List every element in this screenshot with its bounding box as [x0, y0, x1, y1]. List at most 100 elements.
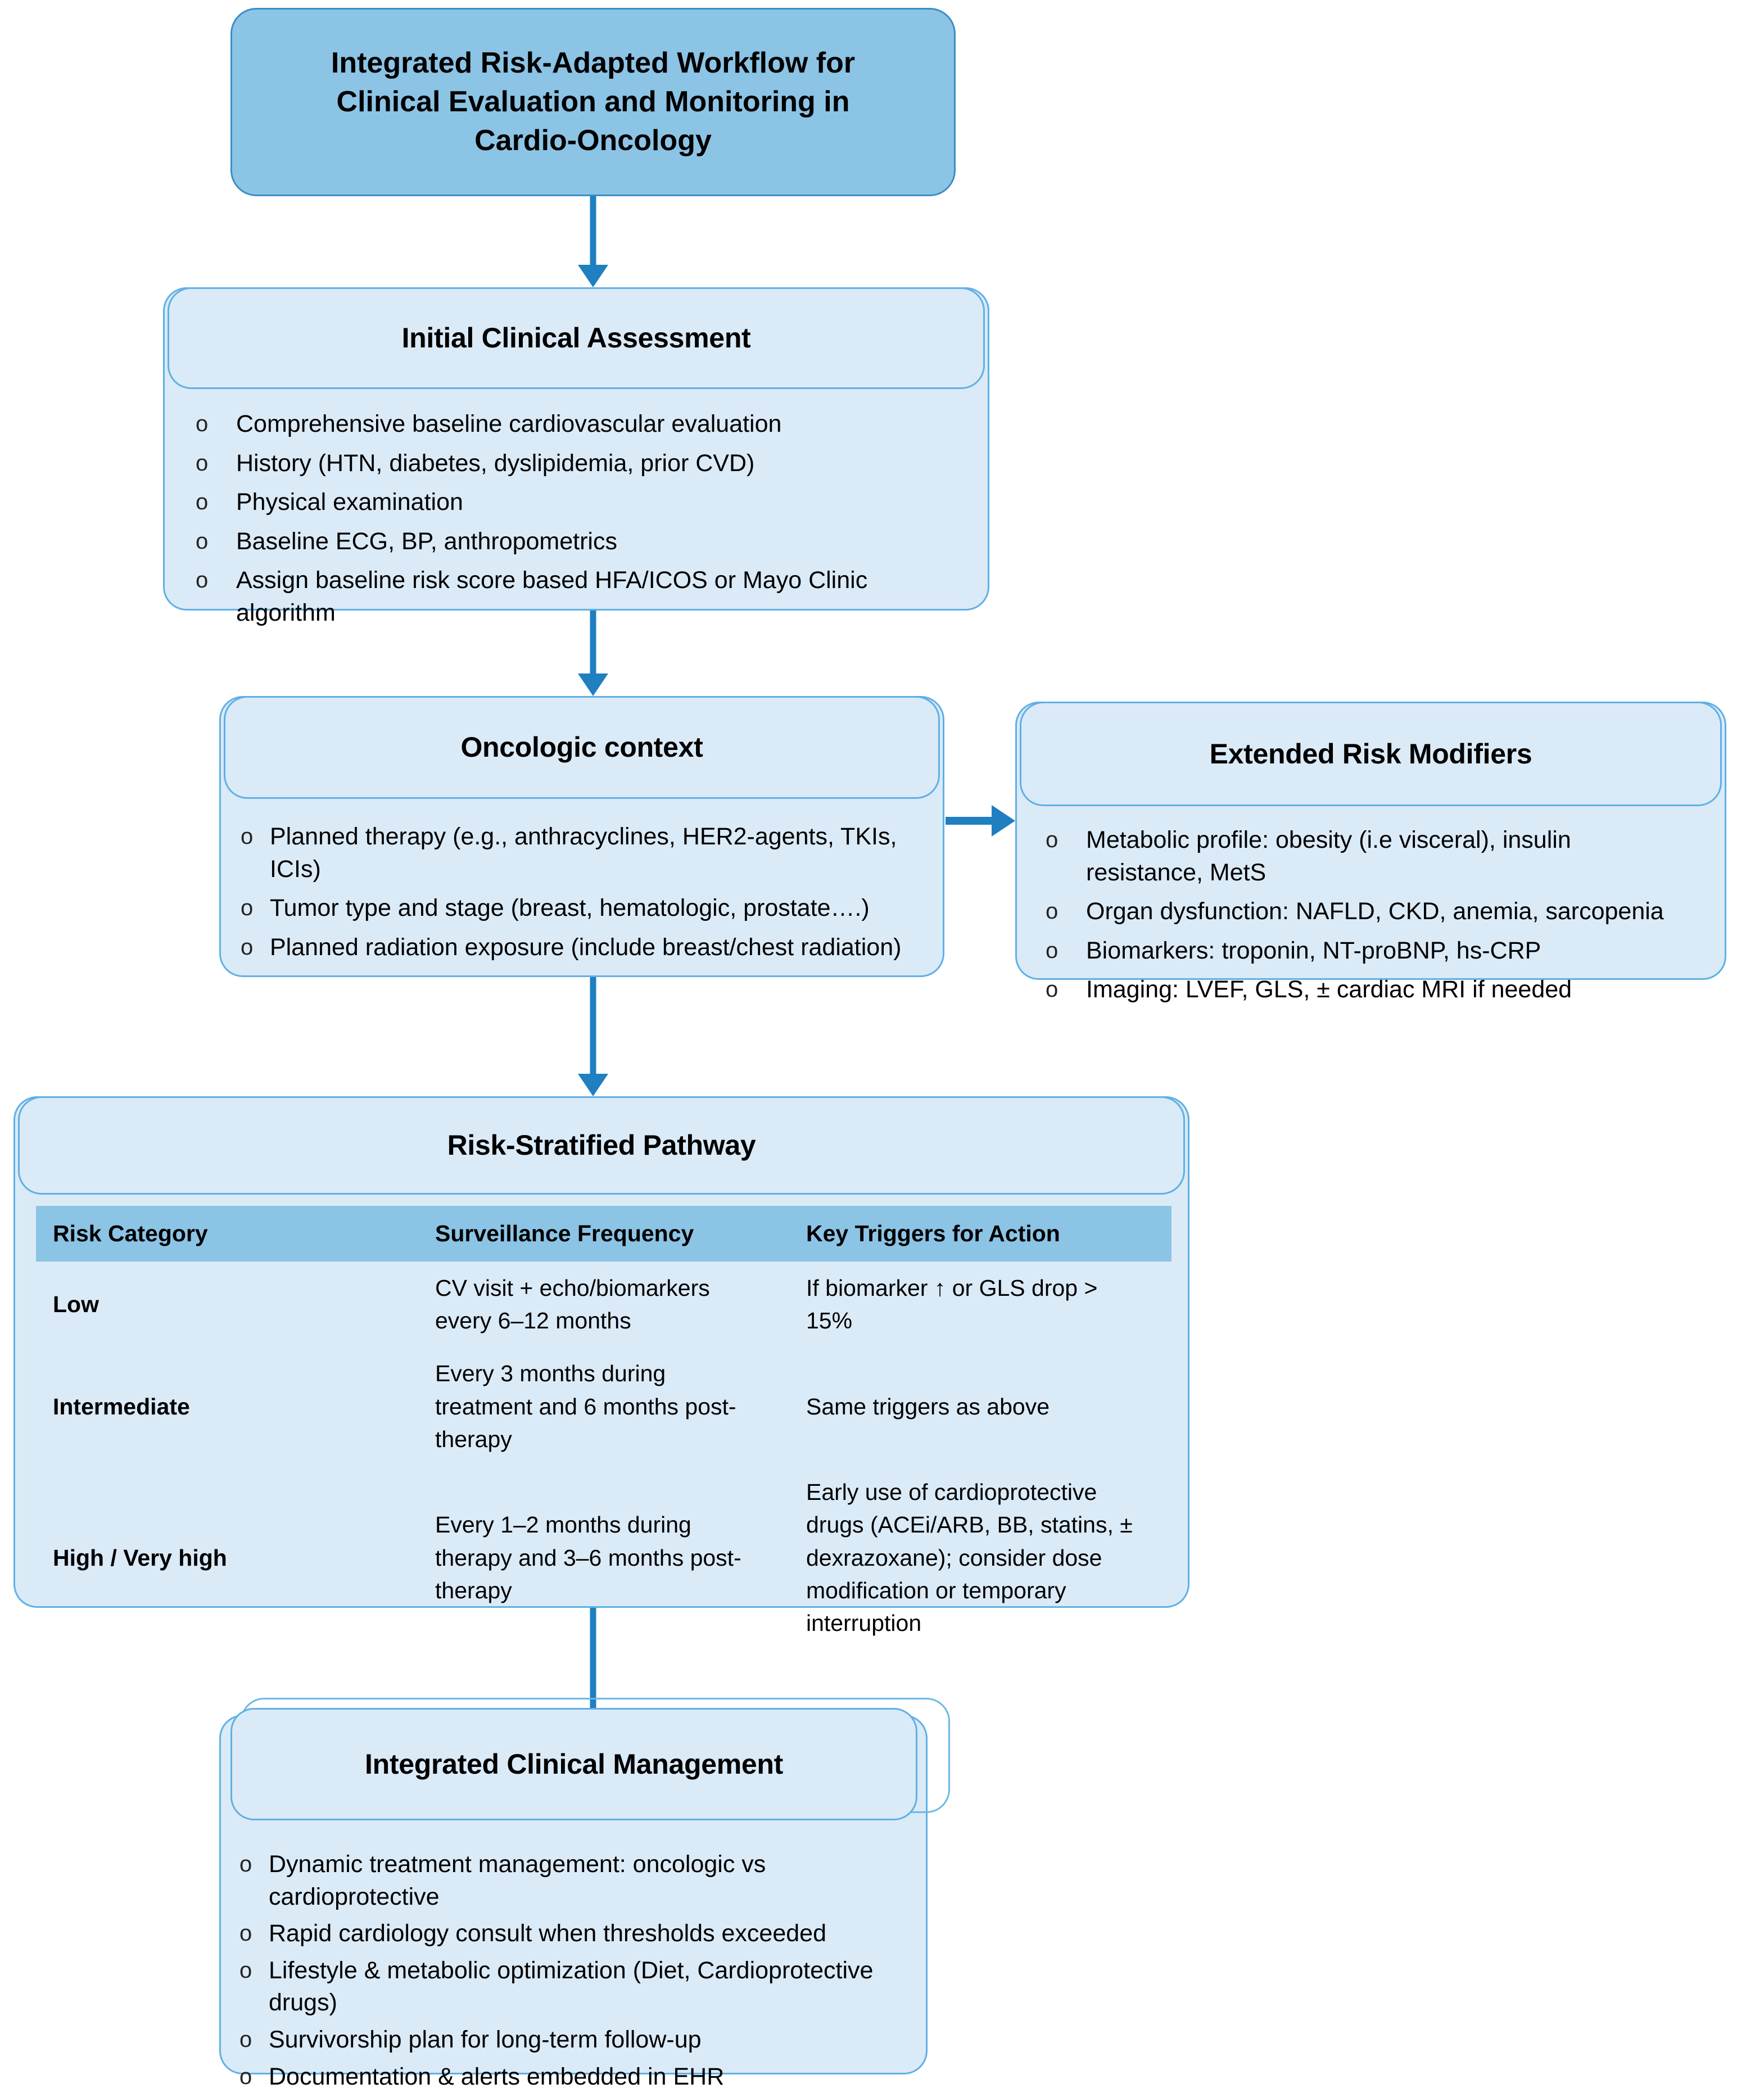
bullet-circle-icon: o: [1046, 899, 1059, 924]
modifiers-title: Extended Risk Modifiers: [1209, 738, 1532, 770]
arrow-shaft: [590, 196, 596, 265]
list-item-label: Comprehensive baseline cardiovascular ev…: [236, 410, 782, 437]
table-row: Low CV visit + echo/biomarkers every 6–1…: [36, 1262, 1172, 1347]
node-initial-clinical-assessment: Initial Clinical Assessment o Comprehensi…: [163, 287, 989, 626]
list-item: o Baseline ECG, BP, anthropometrics: [192, 526, 962, 558]
column-header-key-triggers: Key Triggers for Action: [789, 1206, 1172, 1262]
bullet-circle-icon: o: [196, 412, 209, 436]
arrow-head-icon: [578, 1074, 608, 1096]
list-item-label: Dynamic treatment management: oncologic …: [269, 1851, 766, 1910]
list-item-label: History (HTN, diabetes, dyslipidemia, pr…: [236, 449, 755, 477]
list-item: o Planned radiation exposure (include bre…: [237, 932, 940, 964]
cell-key-triggers: Same triggers as above: [806, 1393, 1050, 1420]
list-item-label: Imaging: LVEF, GLS, ± cardiac MRI if nee…: [1086, 976, 1572, 1003]
list-item-label: Tumor type and stage (breast, hematologi…: [270, 894, 870, 922]
list-item-label: Lifestyle & metabolic optimization (Diet…: [269, 1956, 874, 2017]
list-item: o Dynamic treatment management: oncologic…: [236, 1848, 922, 1913]
list-item: o Lifestyle & metabolic optimization (Die…: [236, 1955, 922, 2019]
management-bullet-list: o Dynamic treatment management: oncologic…: [236, 1848, 922, 2093]
bullet-circle-icon: o: [241, 824, 254, 849]
management-title-card: Integrated Clinical Management: [230, 1708, 917, 1820]
arrow-head-icon: [992, 805, 1015, 837]
node-extended-risk-modifiers: Extended Risk Modifiers o Metabolic profi…: [1015, 702, 1726, 1003]
node-risk-stratified-pathway: Risk-Stratified Pathway Risk Category Su…: [13, 1096, 1189, 1636]
bullet-circle-icon: o: [1046, 828, 1059, 852]
pathway-header-card: Risk-Stratified Pathway: [18, 1096, 1185, 1195]
title-text: Integrated Risk-Adapted Workflow for Cli…: [309, 44, 878, 160]
list-item: o Metabolic profile: obesity (i.e viscera…: [1042, 824, 1654, 889]
column-header-surveillance-frequency: Surveillance Frequency: [418, 1206, 789, 1262]
management-title: Integrated Clinical Management: [365, 1748, 783, 1780]
list-item-label: Rapid cardiology consult when thresholds…: [269, 1920, 827, 1947]
arrow-shaft: [590, 977, 596, 1074]
list-item-label: Documentation & alerts embedded in EHR: [269, 2063, 725, 2090]
list-item: o Comprehensive baseline cardiovascular e…: [192, 408, 962, 441]
list-item: o Organ dysfunction: NAFLD, CKD, anemia, …: [1042, 896, 1717, 928]
bullet-circle-icon: o: [1046, 977, 1059, 1002]
bullet-circle-icon: o: [241, 934, 254, 960]
modifiers-header-card: Extended Risk Modifiers: [1020, 702, 1722, 806]
bullet-circle-icon: o: [239, 1852, 252, 1877]
list-item: o History (HTN, diabetes, dyslipidemia, p…: [192, 447, 962, 480]
list-item: o Rapid cardiology consult when threshold…: [236, 1918, 922, 1950]
list-item-label: Physical examination: [236, 489, 463, 516]
list-item-label: Assign baseline risk score based HFA/ICO…: [236, 567, 868, 627]
list-item: o Assign baseline risk score based HFA/IC…: [192, 564, 905, 629]
list-item-label: Planned therapy (e.g., anthracyclines, H…: [270, 823, 897, 883]
assessment-header-card: Initial Clinical Assessment: [168, 287, 985, 389]
list-item: o Tumor type and stage (breast, hematolog…: [237, 892, 940, 925]
bullet-circle-icon: o: [1046, 938, 1059, 963]
bullet-circle-icon: o: [239, 1958, 252, 1983]
table-row: Intermediate Every 3 months during treat…: [36, 1347, 1172, 1466]
bullet-circle-icon: o: [196, 568, 209, 593]
connector-oncologic-to-modifiers: [946, 804, 1015, 838]
cell-risk-category: Low: [53, 1291, 99, 1318]
cell-surveillance-frequency: Every 1–2 months during therapy and 3–6 …: [435, 1512, 741, 1603]
cell-risk-category: High / Very high: [53, 1544, 227, 1571]
bullet-circle-icon: o: [239, 2064, 252, 2089]
bullet-circle-icon: o: [196, 450, 209, 476]
list-item-label: Biomarkers: troponin, NT-proBNP, hs-CRP: [1086, 937, 1541, 964]
node-title-workflow: Integrated Risk-Adapted Workflow for Cli…: [230, 8, 956, 196]
connector-assessment-to-oncologic: [576, 611, 610, 696]
arrow-shaft: [946, 817, 995, 825]
risk-stratification-table: Risk Category Surveillance Frequency Key…: [36, 1206, 1172, 1649]
list-item: o Biomarkers: troponin, NT-proBNP, hs-CRP: [1042, 935, 1717, 968]
list-item-label: Organ dysfunction: NAFLD, CKD, anemia, s…: [1086, 898, 1664, 925]
connector-title-to-assessment: [576, 196, 610, 287]
oncologic-title: Oncologic context: [460, 731, 703, 763]
assessment-bullet-list: o Comprehensive baseline cardiovascular e…: [192, 408, 962, 636]
arrow-shaft: [590, 611, 596, 673]
list-item: o Planned therapy (e.g., anthracyclines, …: [237, 821, 916, 885]
cell-key-triggers: Early use of cardioprotective drugs (ACE…: [806, 1479, 1133, 1636]
list-item: o Imaging: LVEF, GLS, ± cardiac MRI if ne…: [1042, 974, 1717, 1006]
column-header-risk-category: Risk Category: [36, 1206, 418, 1262]
list-item-label: Planned radiation exposure (include brea…: [270, 933, 902, 961]
table-row: High / Very high Every 1–2 months during…: [36, 1466, 1172, 1649]
bullet-circle-icon: o: [239, 1921, 252, 1946]
arrow-head-icon: [578, 673, 608, 696]
list-item-label: Baseline ECG, BP, anthropometrics: [236, 527, 617, 555]
cell-risk-category: Intermediate: [53, 1393, 190, 1420]
cell-surveillance-frequency: CV visit + echo/biomarkers every 6–12 mo…: [435, 1275, 710, 1334]
oncologic-header-card: Oncologic context: [224, 696, 940, 799]
cell-surveillance-frequency: Every 3 months during treatment and 6 mo…: [435, 1360, 736, 1452]
modifiers-bullet-list: o Metabolic profile: obesity (i.e viscera…: [1042, 824, 1717, 1013]
list-item-label: Metabolic profile: obesity (i.e visceral…: [1086, 826, 1571, 886]
oncologic-bullet-list: o Planned therapy (e.g., anthracyclines, …: [237, 821, 940, 970]
node-oncologic-context: Oncologic context o Planned therapy (e.g.…: [219, 696, 944, 977]
list-item: o Documentation & alerts embedded in EHR: [236, 2061, 922, 2093]
bullet-circle-icon: o: [239, 2027, 252, 2053]
table-header-row: Risk Category Surveillance Frequency Key…: [36, 1206, 1172, 1262]
bullet-circle-icon: o: [196, 528, 209, 554]
title-line-1: Integrated Risk-Adapted Workflow for: [331, 46, 856, 79]
list-item-label: Survivorship plan for long-term follow-u…: [269, 2026, 702, 2054]
list-item: o Survivorship plan for long-term follow-…: [236, 2024, 922, 2056]
connector-oncologic-to-pathway: [576, 977, 610, 1096]
arrow-head-icon: [578, 265, 608, 287]
bullet-circle-icon: o: [241, 896, 254, 921]
arrow-shaft: [590, 1608, 596, 1727]
assessment-title: Initial Clinical Assessment: [401, 322, 751, 354]
